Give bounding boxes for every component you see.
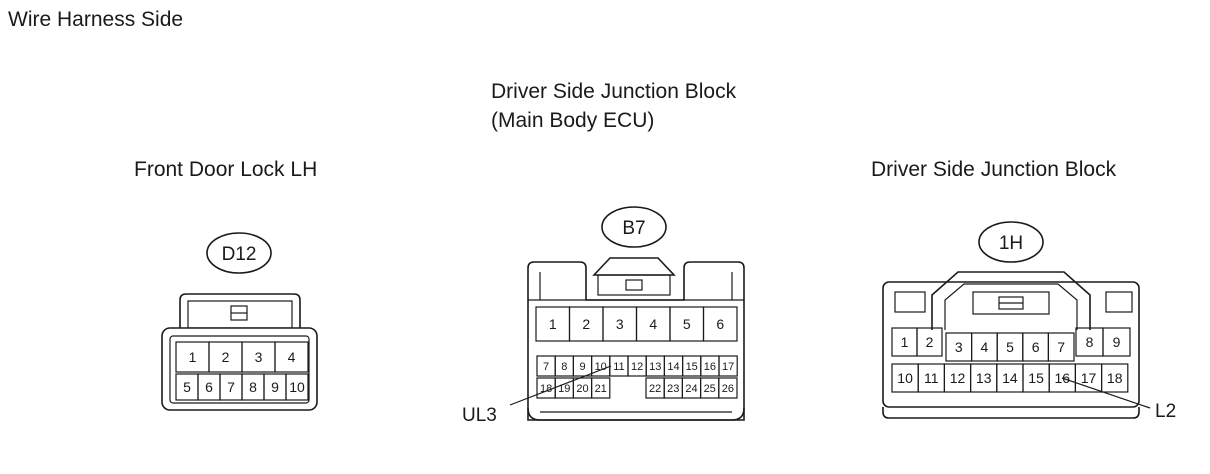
b7-pin-label-10: 10 [595, 361, 607, 373]
ul3-leader-line [509, 365, 612, 406]
1h-pin-label-2: 2 [926, 334, 934, 350]
1h-pin-label-6: 6 [1032, 339, 1040, 355]
b7-pin-label-24: 24 [685, 383, 697, 395]
1h-pin-cavity-2 [916, 327, 943, 357]
b7-pin-label-5: 5 [683, 316, 691, 332]
b7-pin-label-16: 16 [704, 361, 716, 373]
l2-callout-label: L2 [1155, 401, 1176, 422]
d12-pin-label-2: 2 [222, 349, 230, 365]
d12-lock-housing [179, 293, 301, 328]
d12-lock-tab [187, 300, 293, 329]
d12-pin-label-10: 10 [289, 379, 305, 395]
1h-pin-label-7: 7 [1057, 339, 1065, 355]
1h-pin-label-15: 15 [1028, 370, 1044, 386]
1h-pin-label-12: 12 [950, 370, 966, 386]
1h-pin-label-11: 11 [924, 370, 939, 386]
1h-pin-cavity-7 [1047, 332, 1075, 362]
d12-pin-cavity-10 [285, 373, 309, 401]
b7-pin-label-25: 25 [704, 383, 716, 395]
d12-code-label: D12 [222, 244, 257, 265]
b7-pin-label-15: 15 [686, 361, 698, 373]
b7-pin-label-12: 12 [631, 361, 643, 373]
1h-code-bubble [978, 221, 1044, 263]
b7-pin-label-11: 11 [613, 361, 624, 373]
b7-pin-cavity-26 [718, 377, 738, 399]
b7-pin-label-7: 7 [543, 361, 549, 373]
1h-pin-label-1: 1 [901, 334, 909, 350]
b7-connector-title-line1: Driver Side Junction Block [491, 80, 737, 103]
b7-pin-label-14: 14 [667, 361, 679, 373]
b7-pin-label-21: 21 [595, 383, 607, 395]
1h-pin-cavity-9 [1102, 327, 1131, 357]
b7-pin-label-8: 8 [561, 361, 567, 373]
b7-code-label: B7 [622, 218, 645, 239]
1h-lock-tab [972, 291, 1050, 315]
b7-pin-cavity-21 [590, 377, 611, 399]
1h-pin-label-10: 10 [897, 370, 913, 386]
1h-pin-label-5: 5 [1006, 339, 1014, 355]
b7-pin-label-20: 20 [576, 383, 588, 395]
1h-pin-cavity-18 [1100, 363, 1129, 393]
b7-code-bubble [601, 206, 667, 248]
1h-pin-label-3: 3 [955, 339, 963, 355]
b7-pin-cavity-17 [718, 355, 738, 377]
d12-connector-title: Front Door Lock LH [134, 158, 318, 181]
b7-pin-label-22: 22 [649, 383, 661, 395]
b7-pin-label-9: 9 [579, 361, 585, 373]
1h-pin-label-13: 13 [976, 370, 992, 386]
b7-pin-label-23: 23 [667, 383, 679, 395]
d12-pin-label-6: 6 [205, 379, 213, 395]
b7-pin-label-1: 1 [549, 316, 557, 332]
1h-pin-label-17: 17 [1081, 370, 1097, 386]
b7-pin-label-2: 2 [582, 316, 590, 332]
1h-pin-label-8: 8 [1086, 334, 1094, 350]
b7-pin-label-4: 4 [649, 316, 657, 332]
1h-pin-label-4: 4 [981, 339, 989, 355]
ul3-callout-label: UL3 [462, 405, 497, 426]
d12-pin-label-4: 4 [288, 349, 296, 365]
b7-pin-cavity-6 [702, 306, 738, 342]
b7-pin-label-6: 6 [716, 316, 724, 332]
d12-pin-cavity-4 [274, 341, 309, 373]
b7-connector-title-line2: (Main Body ECU) [491, 109, 655, 132]
1h-lock-frame [931, 271, 1091, 330]
page-title: Wire Harness Side [8, 8, 184, 31]
b7-lock-base [597, 274, 671, 296]
d12-pin-label-5: 5 [183, 379, 191, 395]
d12-pin-label-9: 9 [271, 379, 279, 395]
1h-pin-label-14: 14 [1002, 370, 1018, 386]
1h-pin-label-18: 18 [1107, 370, 1123, 386]
1h-code-label: 1H [999, 233, 1023, 254]
l2-leader-line [1061, 377, 1151, 409]
d12-pin-label-1: 1 [189, 349, 197, 365]
d12-pin-label-8: 8 [249, 379, 257, 395]
d12-pin-label-3: 3 [255, 349, 263, 365]
b7-pin-label-13: 13 [649, 361, 661, 373]
1h-connector-title: Driver Side Junction Block [871, 158, 1117, 181]
d12-pin-label-7: 7 [227, 379, 235, 395]
b7-pin-label-17: 17 [722, 361, 734, 373]
b7-lock-tab [592, 257, 676, 276]
b7-pin-label-26: 26 [722, 383, 734, 395]
1h-pin-label-9: 9 [1113, 334, 1121, 350]
b7-pin-label-19: 19 [558, 383, 570, 395]
b7-pin-label-3: 3 [616, 316, 624, 332]
d12-code-bubble [206, 232, 272, 274]
d12-body [161, 327, 318, 411]
